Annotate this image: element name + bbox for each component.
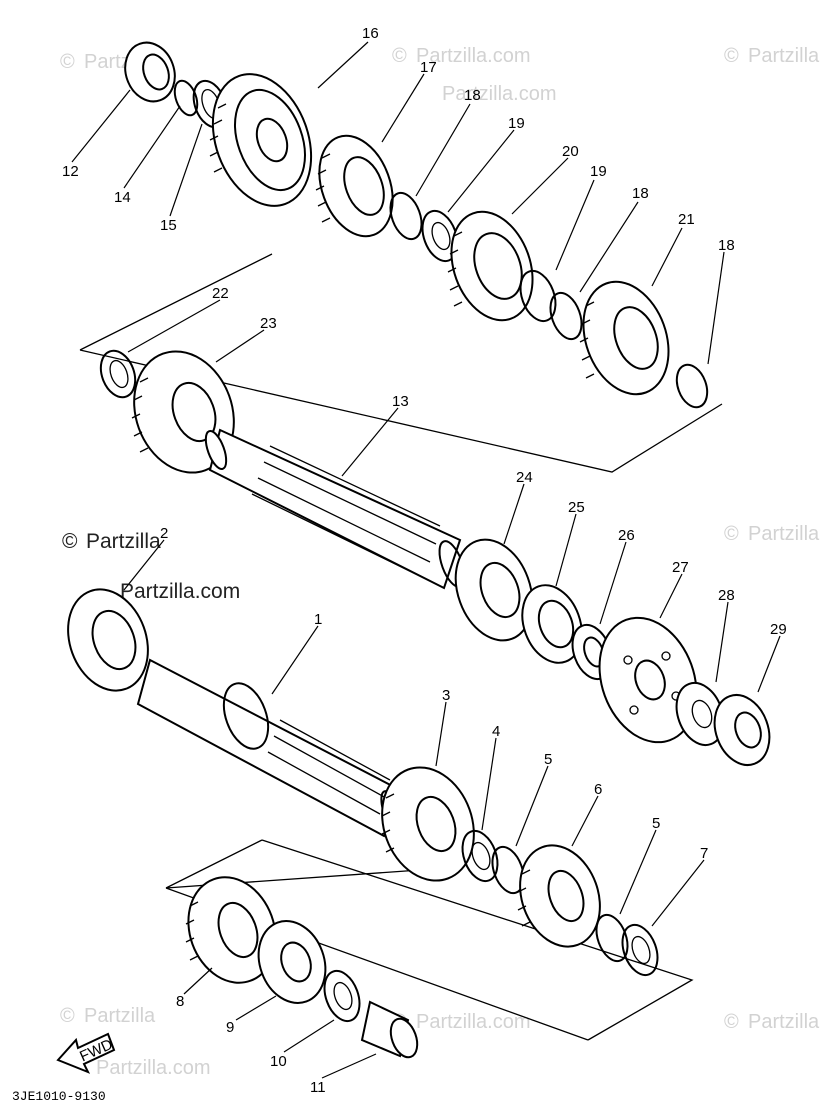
watermarks: © Partzilla © Partzilla.com © Partzilla … [60,45,820,1079]
part-20-gear [447,210,534,322]
part-5-circlip-a [491,845,525,895]
part-14-circlip [173,79,199,117]
part-18-circlip-c [675,363,709,409]
watermark: Partzilla.com [416,45,530,67]
callout-19: 19 [508,115,525,132]
callout-labels: 16 17 18 19 20 19 18 21 18 12 14 15 22 2… [62,25,787,1096]
part-21-gear [579,280,670,396]
watermark-copyright-main: © [62,530,78,553]
watermark-main-line2: Partzilla.com [120,580,240,603]
part-27-sprocket [598,616,698,744]
callout-14: 14 [114,189,131,206]
callout-2: 2 [160,525,168,542]
callout-5: 5 [544,751,552,768]
part-24-bearing [454,538,534,642]
leader-lines [71,41,781,1079]
part-19-washer-b [519,269,557,323]
part-18-circlip-b [549,291,583,341]
watermark: Partzilla [84,1005,156,1027]
watermark: Partzilla.com [96,1057,210,1079]
watermark-copyright: © [724,523,739,545]
callout-22: 22 [212,285,229,302]
watermark-copyright: © [724,1011,739,1033]
callout-26: 26 [618,527,635,544]
part-1-drive-axle [136,658,404,838]
callout-18: 18 [718,237,735,254]
callout-28: 28 [718,587,735,604]
callout-10: 10 [270,1053,287,1070]
part-8-gear [185,876,277,984]
callout-9: 9 [226,1019,234,1036]
part-13-main-axle [204,428,466,590]
callout-27: 27 [672,559,689,576]
watermark: Partzilla [748,45,820,67]
part-9-gear [257,920,327,1004]
callout-6: 6 [594,781,602,798]
watermark: Partzilla [748,1011,820,1033]
diagram-code: 3JE1010-9130 [12,1089,106,1104]
part-29-nut [713,694,771,766]
callout-12: 12 [62,163,79,180]
callout-21: 21 [678,211,695,228]
watermark: Partzilla.com [416,1011,530,1033]
watermark-copyright: © [60,51,75,73]
callout-18: 18 [464,87,481,104]
upper-box-edge-bottom [79,349,723,473]
watermark-main-line1: Partzilla [86,530,161,553]
callout-1: 1 [314,611,322,628]
lower-box-edge-right [261,839,694,1041]
callout-20: 20 [562,143,579,160]
callout-13: 13 [392,393,409,410]
callout-23: 23 [260,315,277,332]
part-7-washer [621,923,659,977]
part-10-washer [323,969,361,1023]
callout-11: 11 [310,1079,326,1096]
upper-box-edge-top [79,253,273,351]
part-18-circlip-a [389,191,423,241]
lower-box-edge-left [165,839,263,889]
callout-17: 17 [420,59,437,76]
callout-29: 29 [770,621,787,638]
callout-3: 3 [442,687,450,704]
watermark: Partzilla.com [442,83,556,105]
part-12-bearing [124,41,176,103]
part-17-gear [315,134,394,238]
watermark-copyright: © [60,1005,75,1027]
callout-25: 25 [568,499,585,516]
part-3-gear [381,766,475,882]
watermark: Partzilla [748,523,820,545]
callout-16: 16 [362,25,379,42]
callout-8: 8 [176,993,184,1010]
part-5-circlip-b [595,913,629,963]
callout-18: 18 [632,185,649,202]
callout-7: 7 [700,845,708,862]
callout-19: 19 [590,163,607,180]
callout-15: 15 [160,217,177,234]
part-6-gear [517,844,601,948]
callout-24: 24 [516,469,533,486]
part-25-oil-seal [521,584,583,664]
part-2-bearing [67,588,149,692]
callout-4: 4 [492,723,500,740]
watermark-copyright: © [724,45,739,67]
part-16-gear [209,73,313,207]
part-22-washer [99,349,137,399]
part-11-bushing [360,1000,419,1059]
callout-5: 5 [652,815,660,832]
watermark-copyright: © [392,45,407,67]
